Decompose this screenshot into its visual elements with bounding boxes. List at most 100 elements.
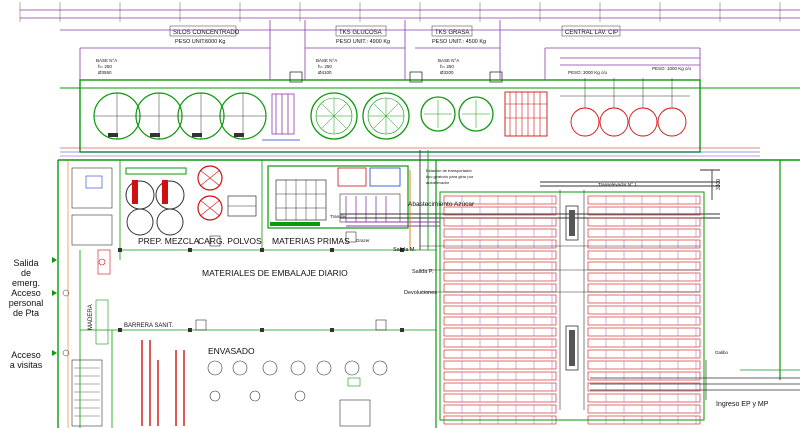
- tks-glucosa: [310, 92, 410, 140]
- zone-prep-mezcla: PREP. MEZCLA: [138, 236, 200, 246]
- rack-row: [443, 250, 557, 260]
- dimension-lines: [20, 9, 800, 80]
- storage-racks: [439, 191, 705, 425]
- acceso-pers-line-2: personal: [8, 298, 44, 308]
- acceso-pers-line-1: Acceso: [11, 288, 41, 298]
- ingreso-conveyor: [590, 360, 800, 400]
- rack-row: [587, 360, 701, 370]
- label-transfer: Transfer: [330, 214, 347, 219]
- storage-labels: Abastecimiento Azúcar Transfer Grazer Sa…: [330, 168, 769, 408]
- silo-notes: BASE N°A h= 250 Ø3550 BASE N°A h= 250 Ø4…: [96, 58, 692, 75]
- arrow-markers: [52, 257, 70, 357]
- rack-row: [587, 371, 701, 381]
- rack-row: [443, 228, 557, 238]
- rack-row: [587, 228, 701, 238]
- central-title: CENTRAL LAV. CIP: [565, 30, 618, 36]
- aisles: [420, 190, 700, 410]
- rack-row: [587, 250, 701, 260]
- rack-row: [443, 305, 557, 315]
- envasado-machines: [195, 231, 388, 427]
- zone-materiales-embalaje: MATERIALES DE EMBALAJE DIARIO: [202, 268, 348, 278]
- note-a-2: h= 250: [98, 64, 112, 69]
- header-box-grasa: TKS GRASA PESO UNIT.: 4500 Kg: [431, 25, 486, 45]
- zone-madera: MADERA: [88, 304, 94, 330]
- rack-row: [587, 349, 701, 359]
- rack-row: [443, 217, 557, 227]
- rack-row: [443, 316, 557, 326]
- building-outline: [57, 159, 800, 428]
- salida-line-3: emerg.: [11, 278, 40, 288]
- rack-row: [443, 371, 557, 381]
- central-cip: [504, 78, 690, 137]
- note-a-1: BASE N°A: [96, 58, 117, 63]
- rack-row: [587, 206, 701, 216]
- rack-row: [443, 294, 557, 304]
- label-acceso-visitas: Acceso a visitas: [4, 350, 48, 370]
- structural-columns: [118, 248, 404, 332]
- rack-row: [443, 327, 557, 337]
- grasa-tank-2: [458, 96, 494, 132]
- salida-line-2: de: [20, 268, 31, 278]
- rack-row: [443, 360, 557, 370]
- rack-row: [443, 382, 557, 392]
- cip-peso-2: PESO: 1000 Kg c/u: [652, 66, 692, 71]
- rack-row: [587, 305, 701, 315]
- transelevador-1: [565, 205, 579, 241]
- note-b-2: h= 250: [318, 64, 332, 69]
- rack-row: [443, 393, 557, 403]
- rack-row: [587, 393, 701, 403]
- glucosa-peso: PESO UNIT.: 4900 Kg: [336, 39, 390, 45]
- rack-row: [587, 338, 701, 348]
- rack-row: [443, 239, 557, 249]
- zone-labels: PREP. MEZCLA CARG. POLVOS MATERIAS PRIMA…: [88, 236, 350, 356]
- zone-materias-primas: MATERIAS PRIMAS: [272, 236, 350, 246]
- label-grazer: Grazer: [356, 238, 370, 243]
- service-area: [71, 167, 113, 427]
- tank-area: [60, 79, 800, 157]
- header-box-glucosa: TKS GLUCOSA PESO UNIT.: 4900 Kg: [335, 25, 390, 45]
- note-b-1: BASE N°A: [316, 58, 337, 63]
- label-galibo: Galibo: [715, 350, 729, 355]
- rack-row: [443, 272, 557, 282]
- glucosa-title: TKS GLUCOSA: [339, 30, 382, 36]
- silos-title: SILOS CONCENTRADO: [173, 30, 240, 36]
- label-dimension: 3300: [716, 179, 722, 190]
- note-c-3: Ø3200: [440, 70, 454, 75]
- rack-row: [587, 294, 701, 304]
- silos-concentrado: [93, 92, 267, 140]
- label-note-2: tipo giratorio para girar por: [426, 174, 474, 179]
- rack-row: [443, 338, 557, 348]
- label-transelevador: Transelevador N° 1: [598, 182, 637, 187]
- cip-peso-1: PESO: 3000 Kg c/u: [568, 70, 608, 75]
- prep-mezcla-equipment: [125, 167, 187, 236]
- silos-peso-value: 6000 Kg: [205, 39, 226, 45]
- tks-grasa: [420, 96, 494, 132]
- rack-row: [443, 206, 557, 216]
- grasa-peso: PESO UNIT.: 4500 Kg: [432, 39, 486, 45]
- acceso-pers-line-3: de Pta: [12, 308, 40, 318]
- zone-barrera-sanit: BARRERA SANIT.: [124, 323, 173, 329]
- rack-row: [587, 316, 701, 326]
- label-devoluciones: Devoluciones: [404, 290, 437, 296]
- label-salida-m: Salida M.: [393, 247, 416, 253]
- label-note-3: autoelevador: [426, 180, 450, 185]
- rack-row: [587, 217, 701, 227]
- rack-row: [443, 404, 557, 414]
- grasa-tank-1: [420, 96, 456, 132]
- column-grid: [19, 2, 781, 22]
- rack-row: [587, 239, 701, 249]
- note-c-1: BASE N°A: [438, 58, 459, 63]
- note-a-3: Ø3550: [98, 70, 112, 75]
- acceso-vis-line-2: a visitas: [9, 360, 43, 370]
- zone-envasado: ENVASADO: [208, 346, 255, 356]
- rack-row: [443, 349, 557, 359]
- silo-labels: [108, 133, 244, 137]
- label-salida-p: Salida P.: [412, 269, 434, 275]
- label-ingreso: Ingreso EP y MP: [716, 401, 769, 408]
- label-abastecimiento: Abastecimiento Azúcar: [408, 201, 475, 208]
- acceso-vis-line-1: Acceso: [11, 350, 41, 360]
- header-box-central: CENTRAL LAV. CIP: [561, 25, 621, 37]
- rack-row: [587, 195, 701, 205]
- envasado-lines: [141, 340, 185, 426]
- silos-peso: PESO UNIT.:: [175, 39, 208, 45]
